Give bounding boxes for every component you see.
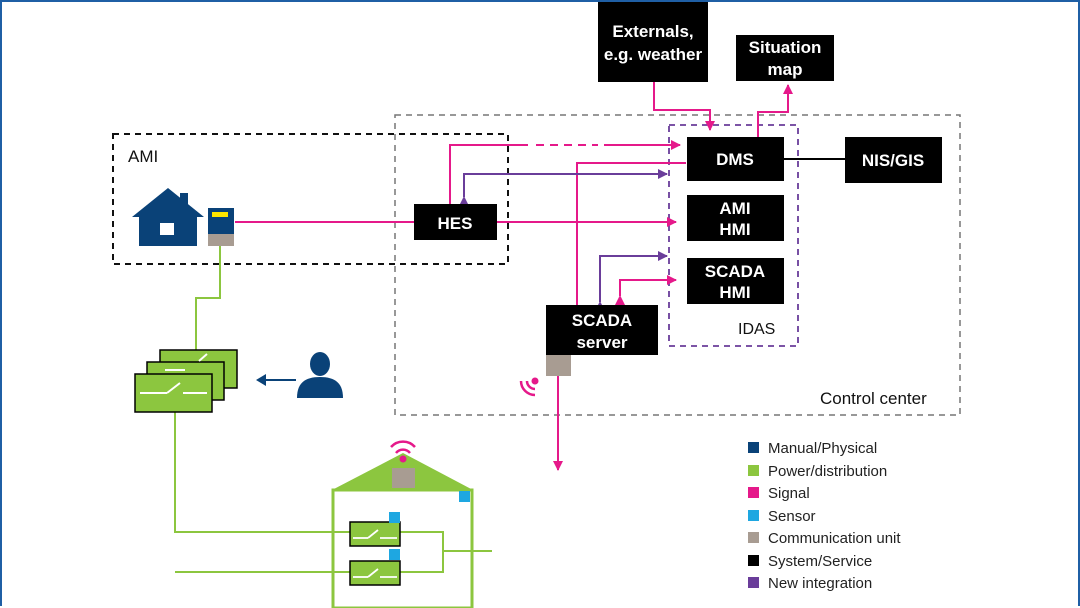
scada-server-box: SCADA server (546, 305, 658, 355)
legend-item: Signal (748, 485, 810, 502)
externals-box: Externals, e.g. weather (598, 2, 708, 82)
nis-gis-label: NIS/GIS (862, 151, 924, 170)
scada-hmi-box: SCADA HMI (687, 258, 784, 304)
legend-item: Sensor (748, 508, 816, 525)
integration-lines (459, 169, 668, 311)
legend-swatch (748, 487, 759, 498)
scada-server-label-line2: server (576, 333, 627, 352)
substation-icon (331, 453, 474, 608)
hes-label: HES (438, 214, 473, 233)
power-lines (174, 246, 492, 573)
ami-hmi-box: AMI HMI (687, 195, 784, 241)
situation-map-label-line1: Situation (749, 38, 822, 57)
legend-label: Sensor (768, 508, 816, 525)
legend-swatch (748, 577, 759, 588)
legend-item: New integration (748, 575, 872, 592)
substation-wireless-icon (390, 440, 416, 463)
situation-map-box: Situation map (736, 35, 834, 81)
legend-swatch (748, 442, 759, 453)
externals-label-line2: e.g. weather (604, 45, 703, 64)
hes-box: HES (414, 204, 497, 240)
control-center-label: Control center (820, 389, 927, 408)
legend-label: Signal (768, 485, 810, 502)
nis-gis-box: NIS/GIS (845, 137, 942, 183)
dms-box: DMS (687, 137, 784, 181)
smart-meter-icon (208, 208, 234, 246)
ami-region (112, 133, 509, 265)
legend-swatch (748, 465, 759, 476)
ami-region-label: AMI (128, 147, 158, 166)
legend-swatch (748, 555, 759, 566)
ami-hmi-label-line1: AMI (719, 199, 750, 218)
legend-item: Communication unit (748, 530, 901, 547)
signal-lines (235, 82, 793, 471)
switchgear-stack-icon (134, 349, 238, 413)
scada-wireless-icon (519, 377, 539, 397)
legend-label: Manual/Physical (768, 440, 877, 457)
house-icon (132, 188, 204, 246)
legend-item: System/Service (748, 553, 872, 570)
operator-icon (297, 352, 343, 398)
legend-label: Power/distribution (768, 463, 887, 480)
ami-hmi-label-line2: HMI (719, 220, 750, 239)
legend-label: System/Service (768, 553, 872, 570)
legend-item: Manual/Physical (748, 440, 877, 457)
externals-label-line1: Externals, (612, 22, 693, 41)
legend: Manual/Physical Power/distribution Signa… (748, 440, 901, 592)
control-center-region (394, 114, 961, 416)
legend-label: New integration (768, 575, 872, 592)
scada-hmi-label-line2: HMI (719, 283, 750, 302)
legend-item: Power/distribution (748, 463, 887, 480)
legend-label: Communication unit (768, 530, 901, 547)
scada-comm-unit (546, 355, 571, 376)
legend-swatch (748, 510, 759, 521)
idas-region-label: IDAS (738, 321, 775, 338)
operator-arrowhead (256, 374, 266, 386)
dms-label: DMS (716, 150, 754, 169)
scada-hmi-label-line1: SCADA (705, 262, 765, 281)
legend-swatch (748, 532, 759, 543)
situation-map-label-line2: map (768, 60, 803, 79)
scada-server-label-line1: SCADA (572, 311, 632, 330)
